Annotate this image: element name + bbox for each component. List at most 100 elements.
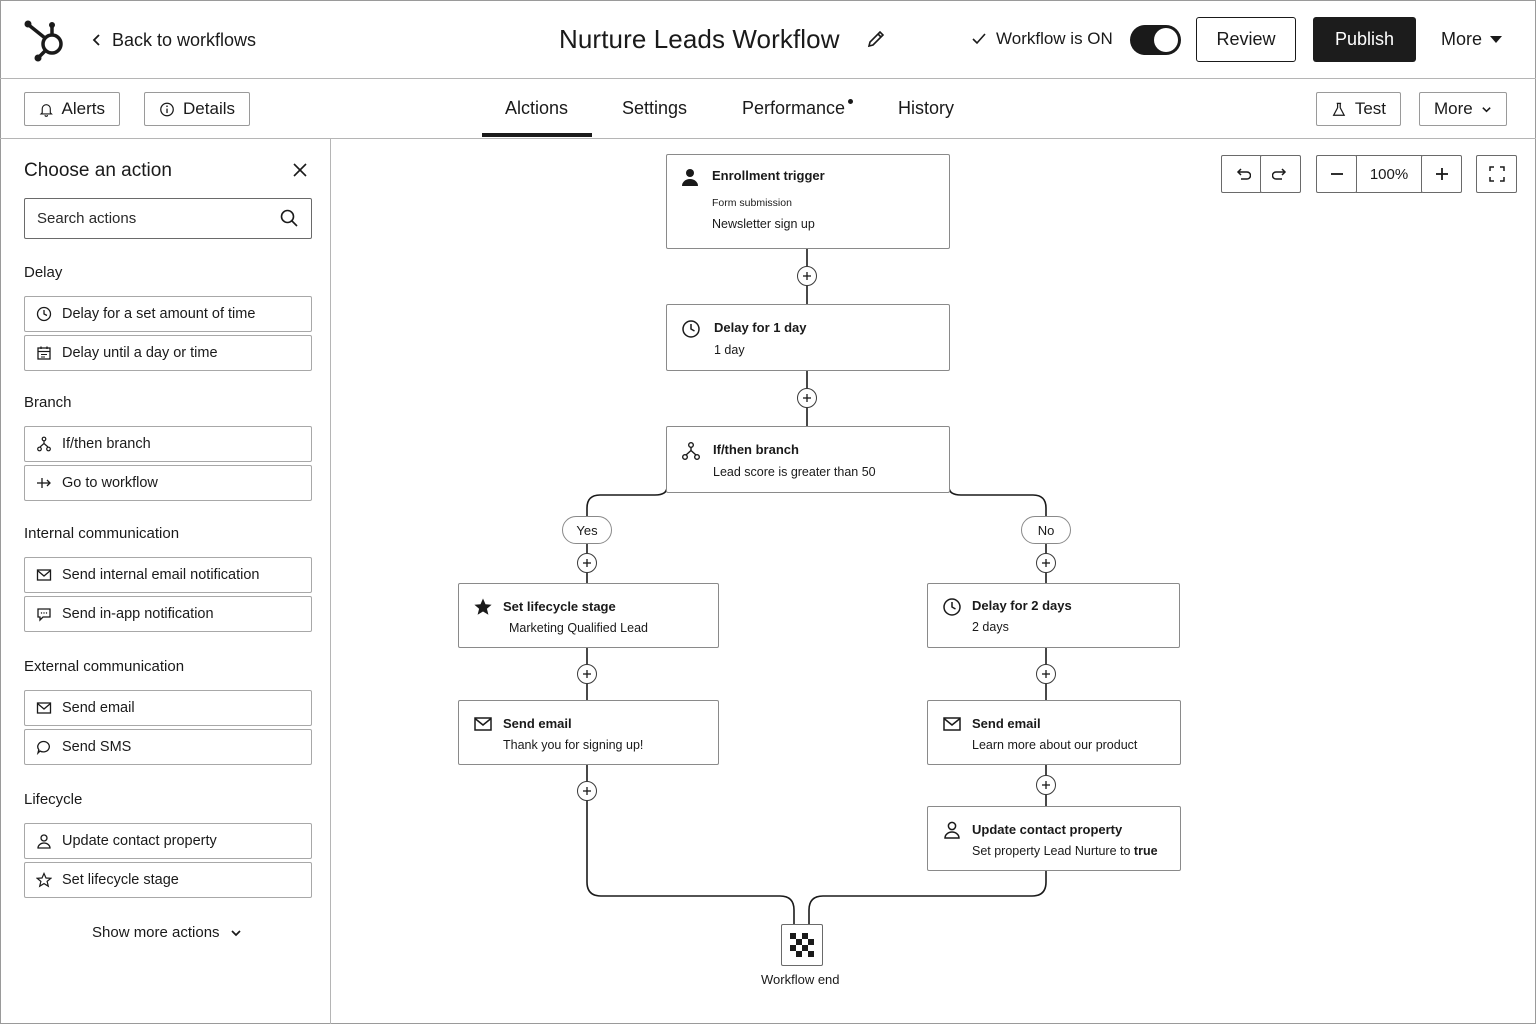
caret-down-icon: [1490, 36, 1503, 43]
workflow-status: Workflow is ON: [970, 29, 1113, 49]
more-menu-button[interactable]: More: [1441, 29, 1503, 50]
notification-dot: [848, 99, 853, 104]
workflow-canvas[interactable]: [331, 139, 1536, 1024]
tab-performance[interactable]: Performance: [742, 98, 846, 118]
active-tab-indicator: [482, 133, 592, 137]
chevron-down-icon: [1482, 106, 1491, 112]
branch-yes-label[interactable]: Yes: [562, 516, 612, 544]
review-button[interactable]: Review: [1196, 17, 1296, 62]
action-label: Set lifecycle stage: [62, 872, 179, 888]
action-update-contact-property[interactable]: Update contact property: [24, 823, 312, 859]
action-delay-until[interactable]: Delay until a day or time: [24, 335, 312, 371]
delay-2-days-node[interactable]: Delay for 2 days 2 days: [927, 583, 1180, 648]
property-value: true: [1133, 844, 1158, 858]
zoom-out-button[interactable]: [1316, 155, 1357, 193]
details-button[interactable]: Details: [144, 92, 250, 126]
action-label: Send email: [62, 700, 135, 716]
section-title-internal-communication: Internal communication: [24, 525, 180, 542]
update-contact-property-node[interactable]: Update contact property Set property Lea…: [927, 806, 1181, 871]
action-go-to-workflow[interactable]: Go to workflow: [24, 465, 312, 501]
workflow-end-node[interactable]: [781, 924, 823, 966]
back-label: Back to workflows: [112, 29, 257, 50]
node-subtitle: Newsletter sign up: [712, 217, 815, 231]
workflow-end-label: Workflow end: [761, 972, 840, 987]
node-title: Send email: [503, 716, 572, 731]
plus-icon: [1042, 781, 1050, 789]
zoom-in-button[interactable]: [1421, 155, 1462, 193]
action-send-sms[interactable]: Send SMS: [24, 729, 312, 765]
add-step-button[interactable]: [1036, 664, 1056, 684]
show-more-actions-button[interactable]: Show more actions: [92, 924, 242, 941]
node-subtitle: Set property Lead Nurture to true: [972, 844, 1158, 858]
search-icon[interactable]: [279, 208, 299, 228]
action-label: Update contact property: [62, 833, 217, 849]
action-set-lifecycle-stage[interactable]: Set lifecycle stage: [24, 862, 312, 898]
tab-settings[interactable]: Settings: [622, 98, 688, 118]
hubspot-logo-icon[interactable]: [22, 18, 68, 64]
test-button[interactable]: Test: [1316, 92, 1401, 126]
node-title: If/then branch: [713, 442, 799, 457]
action-send-in-app-notification[interactable]: Send in-app notification: [24, 596, 312, 632]
zoom-level: 100%: [1356, 155, 1422, 193]
delay-1-day-node[interactable]: Delay for 1 day 1 day: [666, 304, 950, 371]
alerts-button[interactable]: Alerts: [24, 92, 120, 126]
send-email-yes-node[interactable]: Send email Thank you for signing up!: [458, 700, 719, 765]
add-step-button[interactable]: [797, 388, 817, 408]
back-to-workflows-link[interactable]: Back to workflows: [90, 29, 256, 51]
undo-button[interactable]: [1221, 155, 1262, 193]
action-sidebar: Choose an action Delay Delay for a set a…: [0, 139, 331, 1024]
test-label: Test: [1354, 99, 1386, 118]
action-send-email[interactable]: Send email: [24, 690, 312, 726]
go-to-workflow-icon: [37, 478, 51, 488]
minus-icon: [1330, 173, 1343, 175]
fullscreen-button[interactable]: [1476, 155, 1517, 193]
action-if-then-branch[interactable]: If/then branch: [24, 426, 312, 462]
top-bar: Back to workflows Nurture Leads Workflow…: [0, 0, 1536, 79]
checkered-flag-icon: [790, 933, 814, 957]
more-label: More: [1434, 99, 1473, 118]
node-subtitle: Marketing Qualified Lead: [509, 621, 648, 635]
node-title: Send email: [972, 716, 1041, 731]
branch-no-label[interactable]: No: [1021, 516, 1071, 544]
action-delay-set-time[interactable]: Delay for a set amount of time: [24, 296, 312, 332]
node-trigger-type: Form submission: [712, 197, 792, 209]
tab-actions[interactable]: Alctions: [505, 98, 569, 118]
action-send-internal-email[interactable]: Send internal email notification: [24, 557, 312, 593]
plus-icon: [583, 787, 591, 795]
branch-icon: [37, 436, 51, 452]
add-step-button[interactable]: [1036, 775, 1056, 795]
clock-icon: [36, 306, 52, 322]
add-step-button[interactable]: [577, 781, 597, 801]
mail-icon: [36, 702, 52, 714]
enrollment-trigger-node[interactable]: Enrollment trigger Form submission Newsl…: [666, 154, 950, 249]
close-icon[interactable]: [291, 161, 309, 179]
plus-icon: [1435, 168, 1448, 180]
set-lifecycle-stage-node[interactable]: Set lifecycle stage Marketing Qualified …: [458, 583, 719, 648]
sms-icon: [36, 740, 50, 755]
add-step-button[interactable]: [1036, 553, 1056, 573]
details-label: Details: [183, 99, 235, 118]
check-icon: [972, 33, 986, 45]
tab-history[interactable]: History: [898, 98, 955, 118]
node-subtitle: Learn more about our product: [972, 738, 1138, 752]
publish-button[interactable]: Publish: [1313, 17, 1416, 62]
plus-icon: [583, 559, 591, 567]
toggle-knob: [1154, 28, 1178, 52]
action-label: Go to workflow: [62, 475, 158, 491]
more-actions-button[interactable]: More: [1419, 92, 1507, 126]
if-then-branch-node[interactable]: If/then branch Lead score is greater tha…: [666, 426, 950, 493]
redo-button[interactable]: [1260, 155, 1301, 193]
node-title: Set lifecycle stage: [503, 599, 616, 614]
send-email-no-node[interactable]: Send email Learn more about our product: [927, 700, 1181, 765]
add-step-button[interactable]: [577, 664, 597, 684]
search-box: [24, 198, 312, 239]
section-title-external-communication: External communication: [24, 658, 185, 675]
workflow-toggle[interactable]: [1130, 25, 1181, 55]
search-input[interactable]: [37, 207, 267, 229]
add-step-button[interactable]: [797, 266, 817, 286]
add-step-button[interactable]: [577, 553, 597, 573]
section-title-branch: Branch: [24, 394, 72, 411]
workflow-title: Nurture Leads Workflow: [559, 24, 840, 54]
pencil-icon[interactable]: [865, 28, 887, 50]
plus-icon: [1042, 670, 1050, 678]
